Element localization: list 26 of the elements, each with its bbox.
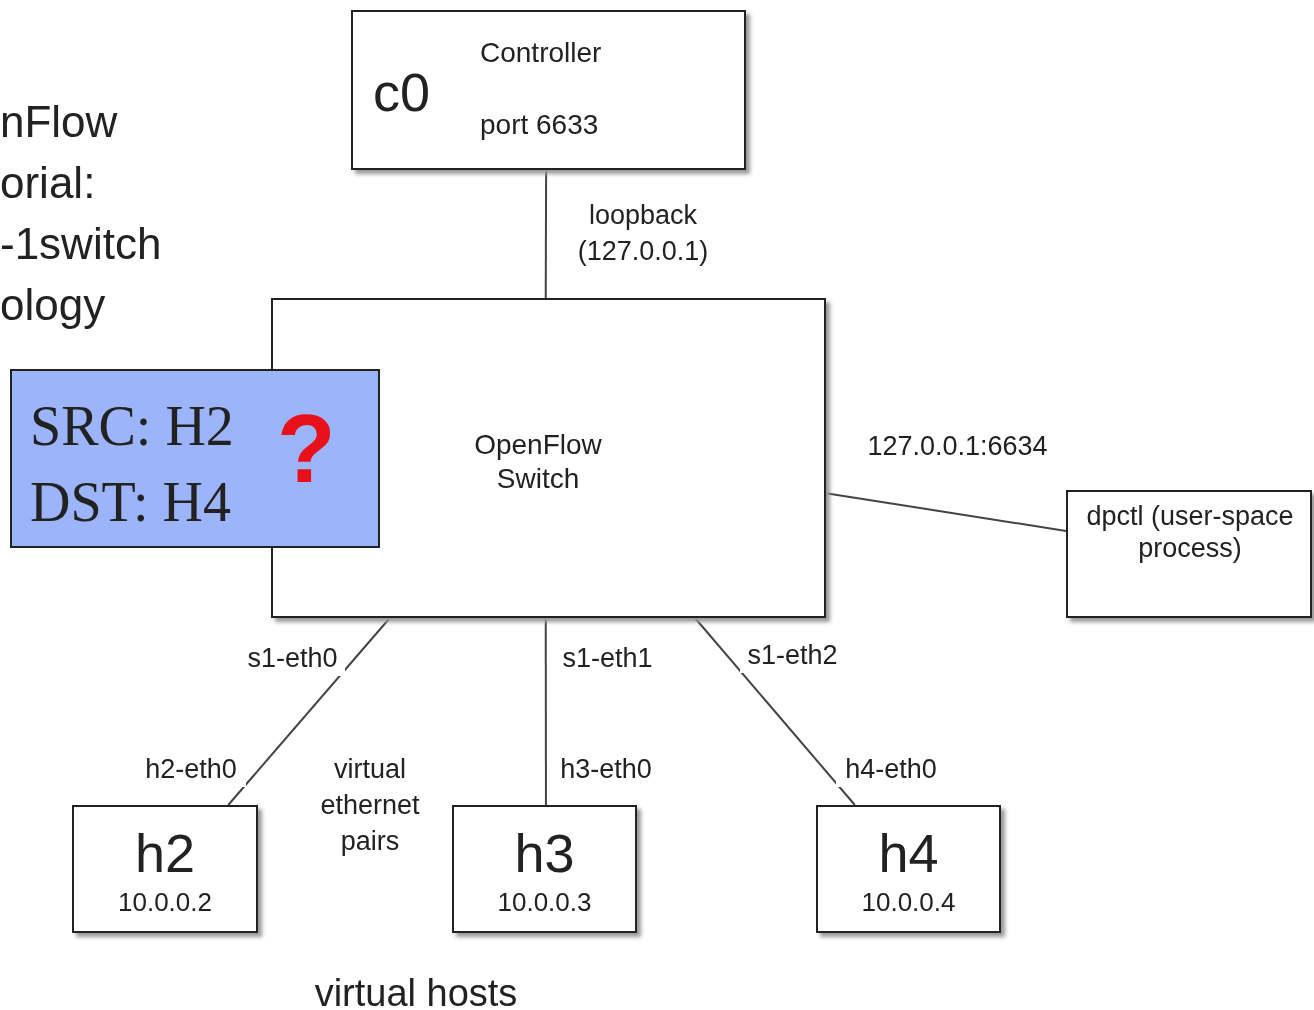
connector-line xyxy=(544,169,548,299)
host-name: h4 xyxy=(877,822,940,885)
host-box xyxy=(452,805,637,933)
node-id: c0 xyxy=(373,61,432,124)
connector-line xyxy=(825,492,1067,532)
connector-line xyxy=(544,617,547,806)
node-title: Controller xyxy=(480,36,603,70)
connector-line xyxy=(694,617,856,806)
host-name: h2 xyxy=(133,822,197,885)
connector-line xyxy=(227,617,391,806)
heading: nFlow orial: -1switch ology xyxy=(0,96,163,331)
ip-address: 10.0.0.2 xyxy=(117,887,213,919)
node-title: OpenFlow Switch xyxy=(473,428,603,496)
port-label: port 6633 xyxy=(480,108,600,142)
question-mark: ? xyxy=(277,394,337,504)
controller-box xyxy=(351,10,746,170)
process-box xyxy=(1066,490,1312,618)
node-title: dpctl (user-space process) xyxy=(1085,500,1295,565)
ip-address: 10.0.0.4 xyxy=(860,887,957,919)
callout-box xyxy=(10,369,380,548)
flow-text: SRC: H2 DST: H4 xyxy=(30,394,235,535)
host-name: h3 xyxy=(513,822,576,885)
ip-address: 10.0.0.3 xyxy=(496,887,593,919)
host-box xyxy=(816,805,1001,933)
switch-box xyxy=(271,298,826,618)
host-box xyxy=(72,805,258,933)
